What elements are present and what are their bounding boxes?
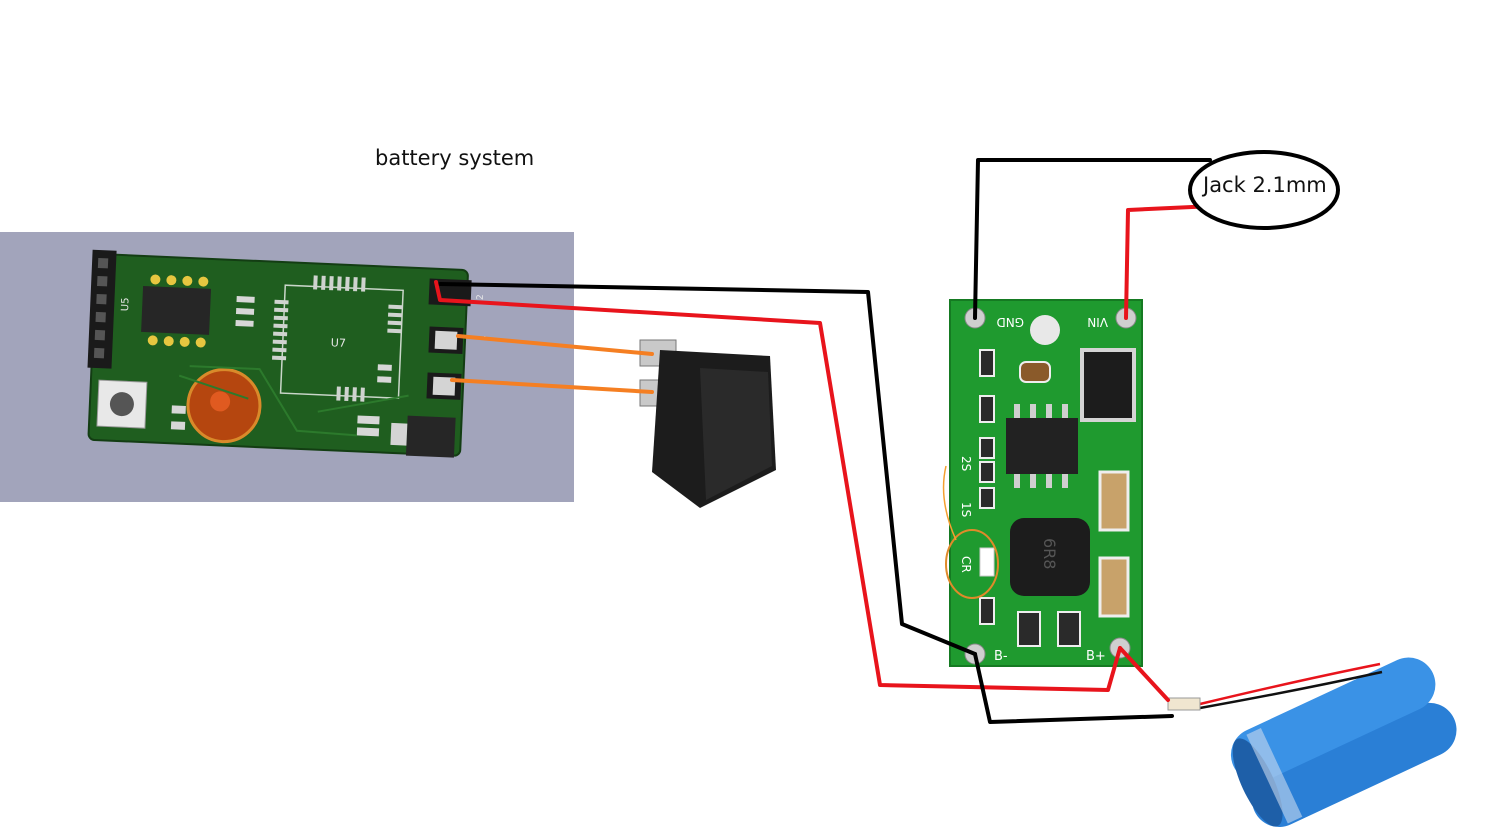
diagram-title: battery system — [375, 146, 535, 170]
silk-vin: VIN — [1087, 315, 1108, 329]
chip-u5-pads — [147, 274, 209, 348]
voltage-regulator-tab — [390, 422, 408, 446]
capacitor-bottom — [1098, 556, 1130, 618]
schottky-diode — [1080, 348, 1136, 422]
label-u5: U5 — [120, 297, 132, 311]
silk-2s: 2S — [959, 456, 973, 471]
silk-gnd: GND — [996, 315, 1024, 329]
label-u7: U7 — [331, 336, 347, 350]
battery-label-wrap — [1246, 727, 1303, 824]
pcb-traces — [178, 365, 409, 437]
wires — [434, 158, 1216, 724]
wire-red-b-plus-to-battery — [1118, 646, 1170, 702]
battery-lead-connector — [1167, 697, 1201, 711]
jack-outline — [1188, 150, 1340, 230]
mounting-hole — [1030, 315, 1060, 345]
rocker-switch-face — [700, 368, 772, 500]
silk-b-minus: B- — [994, 649, 1008, 664]
resistor-column — [979, 349, 1081, 647]
battery-cell-top — [1230, 657, 1436, 782]
battery-end-cap — [1232, 738, 1283, 827]
main-pcb: U5 U7 J2 — [87, 249, 488, 458]
charger-ic-pins — [1014, 404, 1068, 488]
wire-orange-top — [456, 334, 654, 356]
chip-u5 — [141, 285, 212, 335]
header-pins — [93, 257, 109, 359]
jack-label: Jack 2.1mm — [1203, 173, 1327, 197]
chip-u7-pins — [272, 275, 403, 402]
rocker-switch — [639, 339, 776, 508]
charger-ic — [1006, 418, 1078, 474]
wire-black-gnd-to-jack — [973, 158, 1212, 320]
smd-components — [170, 296, 392, 437]
cr-highlight-circle — [945, 529, 999, 599]
wire-orange-bottom — [450, 378, 654, 394]
battery-lead-red — [1199, 662, 1381, 706]
orange-stray-wire — [942, 465, 957, 541]
battery-cell-bottom — [1252, 702, 1457, 828]
switch-pad-top-metal — [434, 330, 458, 350]
label-j2: J2 — [476, 294, 486, 304]
silk-1s: 1S — [959, 502, 973, 517]
inductor-label: 6R8 — [1040, 538, 1059, 569]
battery-lead-black — [1199, 670, 1383, 710]
battery-pack — [1230, 657, 1457, 828]
capacitor-top — [1098, 470, 1130, 532]
silk-b-plus: B+ — [1086, 649, 1106, 664]
wire-black-j2-to-b-minus — [438, 282, 977, 656]
charger-board: GND VIN 2S 1S CR B- B+ 6R8 — [949, 299, 1143, 667]
switch-pad-bottom-metal — [432, 376, 456, 396]
wire-red-vin-to-jack — [1124, 204, 1216, 320]
buzzer-center — [210, 391, 231, 412]
push-button-cap — [109, 392, 134, 417]
voltage-regulator — [405, 415, 456, 458]
small-capacitor — [1019, 361, 1051, 383]
wire-black-b-minus-to-battery — [973, 652, 1174, 724]
inductor — [1010, 518, 1090, 596]
silk-cr: CR — [959, 556, 973, 573]
wire-red-j2-to-b-plus — [434, 280, 1122, 692]
status-led — [979, 547, 995, 577]
